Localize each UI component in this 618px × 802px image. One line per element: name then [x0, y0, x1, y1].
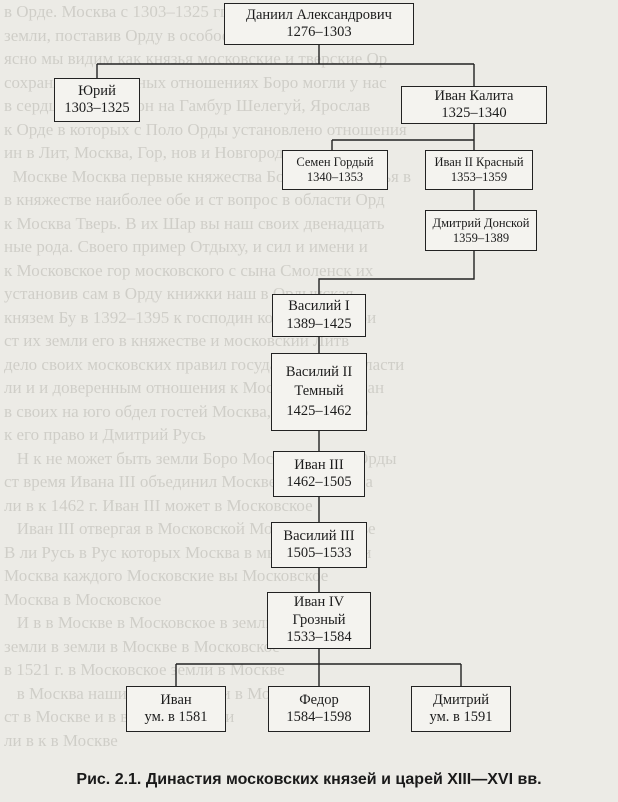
node-label-line: Семен Гордый	[296, 155, 374, 169]
node-label-line: Федор	[299, 691, 339, 708]
node-label-line: 1325–1340	[441, 105, 507, 121]
node-vasily2: Василий II Темный 1425–1462	[271, 353, 367, 431]
node-label-line: 1353–1359	[450, 170, 508, 184]
node-label-line: 1276–1303	[286, 24, 352, 40]
node-label-line: Иван II Красный	[434, 155, 524, 169]
node-label-line: Дмитрий	[432, 691, 490, 708]
node-label-line: Иван IV	[293, 594, 345, 611]
node-label-line: ум. в 1581	[144, 709, 208, 725]
node-label-line: 1303–1325	[64, 100, 130, 116]
node-label-line: Темный	[294, 383, 344, 400]
node-label-line: 1505–1533	[286, 545, 352, 561]
node-label-line: Василий II	[285, 363, 353, 380]
node-label-line: 1462–1505	[286, 474, 352, 490]
node-label-line: 1533–1584	[286, 629, 352, 646]
node-label-line: Дмитрий Донской	[432, 215, 530, 230]
node-label-line: Юрий	[78, 82, 116, 99]
connector-lines	[96, 45, 475, 686]
node-label-line: 1425–1462	[286, 402, 352, 419]
node-label-line: 1389–1425	[286, 315, 352, 332]
node-label-line: Иван Калита	[434, 87, 514, 104]
node-label-line: Василий I	[288, 298, 350, 315]
node-label-line: Василий III	[283, 527, 355, 544]
node-label-line: 1340–1353	[306, 170, 364, 184]
node-label-line: Грозный	[292, 611, 346, 628]
node-label-line: ум. в 1591	[429, 709, 493, 725]
node-label-line: 1359–1389	[452, 230, 510, 245]
node-label-line: Иван	[160, 691, 192, 708]
node-label-line: Иван III	[294, 456, 344, 473]
connector-dmitry-to-vasily1	[318, 251, 475, 294]
figure-caption: Рис. 2.1. Династия московских князей и ц…	[76, 771, 542, 788]
node-label-line: Даниил Александрович	[246, 6, 392, 23]
node-label-line: 1584–1598	[286, 709, 352, 725]
